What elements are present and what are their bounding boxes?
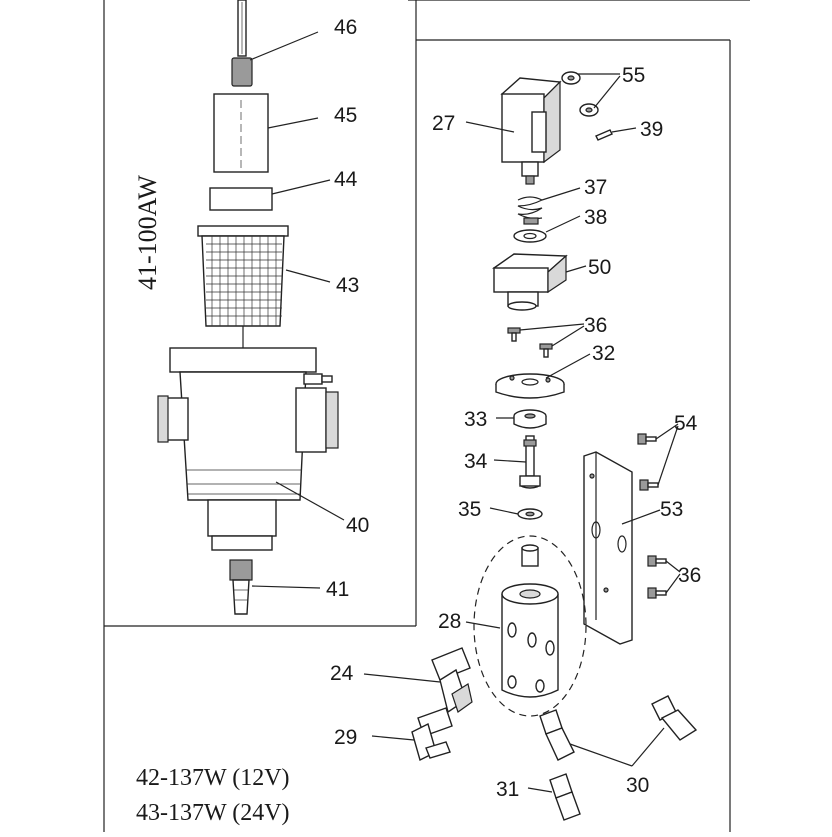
callout-55: 55 <box>622 64 645 87</box>
part-44-ring <box>209 187 273 211</box>
callout-36-side: 36 <box>678 564 701 587</box>
leader-lines-right <box>363 73 681 793</box>
part-41-barb <box>229 559 253 615</box>
callout-39: 39 <box>640 118 663 141</box>
callout-50: 50 <box>588 256 611 279</box>
callout-45: 45 <box>334 104 357 127</box>
callout-29: 29 <box>334 726 357 749</box>
part-24-elbow <box>431 647 473 714</box>
model-label-12v: 42-137W (12V) <box>136 765 290 791</box>
leader-lines-left <box>249 31 345 589</box>
callout-labels: 46 45 44 43 40 41 27 55 39 37 38 50 36 3… <box>326 16 701 801</box>
part-46-rod <box>231 0 253 87</box>
part-27-solenoid <box>500 77 562 185</box>
part-36-screws-top <box>507 327 553 358</box>
part-38-washer <box>513 229 547 243</box>
callout-53: 53 <box>660 498 683 521</box>
callout-32: 32 <box>592 342 615 365</box>
callout-27: 27 <box>432 112 455 135</box>
callout-46: 46 <box>334 16 357 39</box>
part-40-housing <box>157 347 339 551</box>
part-37-spring <box>517 196 544 225</box>
part-39-pin <box>595 129 613 141</box>
callout-44: 44 <box>334 168 358 191</box>
model-label-24v: 43-137W (24V) <box>136 800 290 826</box>
part-55-nuts <box>561 71 599 117</box>
part-35-washer <box>517 508 543 520</box>
model-vertical-label: 41-100AW <box>133 175 162 290</box>
part-53-plate <box>583 451 633 645</box>
callout-24: 24 <box>330 662 354 685</box>
part-29-elbow <box>411 707 453 762</box>
part-33-ring <box>513 409 547 429</box>
callout-36-top: 36 <box>584 314 607 337</box>
part-32-disk <box>495 373 565 399</box>
callout-28: 28 <box>438 610 461 633</box>
frame-lines <box>103 0 750 832</box>
callout-35: 35 <box>458 498 481 521</box>
part-45-cylinder <box>213 93 269 173</box>
callout-30: 30 <box>626 774 649 797</box>
callout-40: 40 <box>346 514 369 537</box>
callout-43: 43 <box>336 274 359 297</box>
callout-54: 54 <box>674 412 698 435</box>
part-54-screws <box>637 433 659 491</box>
callout-31: 31 <box>496 778 519 801</box>
callout-34: 34 <box>464 450 488 473</box>
callout-33: 33 <box>464 408 487 431</box>
part-50-block <box>491 253 568 311</box>
part-31-fitting <box>549 773 581 821</box>
callout-37: 37 <box>584 176 607 199</box>
part-34-plunger <box>519 435 541 489</box>
callout-38: 38 <box>584 206 607 229</box>
part-28-manifold <box>473 535 587 717</box>
part-36-screws-side <box>647 555 667 599</box>
part-30-fittings <box>539 695 698 761</box>
part-43-strainer <box>197 225 289 348</box>
callout-41: 41 <box>326 578 349 601</box>
